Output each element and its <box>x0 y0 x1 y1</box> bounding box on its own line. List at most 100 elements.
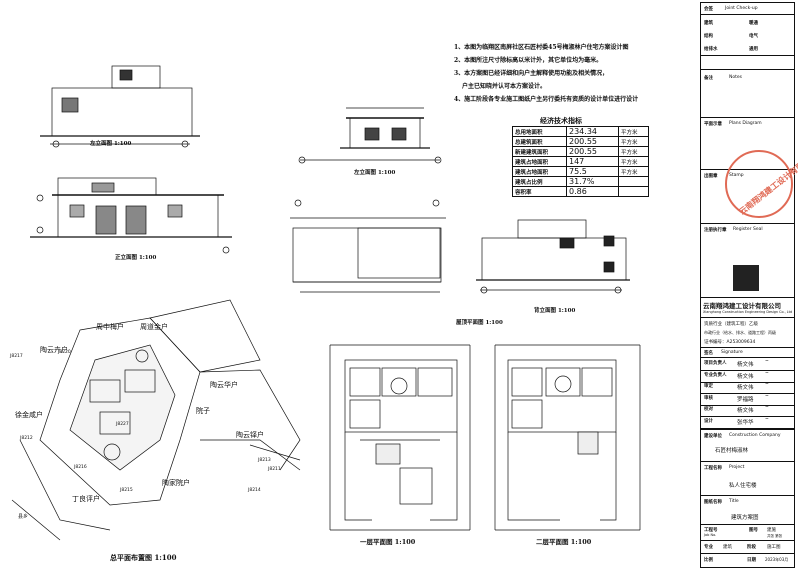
tb-disc-right-1: 暖通 <box>749 21 758 26</box>
side-elevation-wall <box>349 117 421 149</box>
tb-project-en: Project <box>729 465 745 470</box>
site-code-8: J8216 <box>74 465 87 470</box>
tb-project: 私人住宅楼 <box>729 483 757 489</box>
site-code-4: J8213 <box>258 458 271 463</box>
site-code-5: J8211 <box>268 467 281 472</box>
tech-cell-u <box>618 186 649 197</box>
first-floor-caption: 一层平面图 1:100 <box>360 538 416 546</box>
site-code-2: J8212 <box>20 436 33 441</box>
site-code-3: J8227 <box>116 422 129 427</box>
tb-job-en: Job No. <box>704 533 717 537</box>
note-3: 3、本方案图已经详细和向户主解释使用功能及相关情况， <box>454 70 609 77</box>
site-code-1: J8217 <box>10 354 23 359</box>
tech-cell-v: 200.55 <box>566 146 619 157</box>
site-code-6: J8214 <box>248 488 261 493</box>
site-label-2: 周中梅户 <box>96 323 124 331</box>
tb-drawing-label: 图纸名称 <box>704 500 722 505</box>
signer-role: 审核 <box>704 395 713 401</box>
left-elevation-caption: 左立面图 1:100 <box>90 141 132 147</box>
side-elevation-caption: 左立面图 1:100 <box>354 170 396 176</box>
tech-cell-u: 平方米 <box>618 156 649 167</box>
tb-cert: 证书编号：A253009634 <box>704 340 756 345</box>
signer-name: 杨文伟 <box>737 362 754 368</box>
tech-cell-k: 建筑占地面积 <box>512 156 567 167</box>
tb-qual2: 市政行业（给水、排水、道路工程）丙级 <box>704 330 776 335</box>
tb-company-en: Xianghong Construction Engineering Desig… <box>703 310 793 314</box>
tech-cell-k: 建筑占地面积 <box>512 166 567 177</box>
tb-header: 会签 <box>704 7 713 12</box>
signer-role: 审定 <box>704 384 713 389</box>
tb-stamp-label: 出图章 <box>704 174 718 179</box>
drawing-linework <box>11 65 641 541</box>
note-2: 2、本图所注尺寸除标高以米计外，其它单位均为毫米。 <box>454 57 603 64</box>
site-label-9: 丁良评户 <box>72 495 100 503</box>
tb-scale-label: 比例 <box>704 558 713 563</box>
tech-cell-v: 147 <box>566 156 619 167</box>
signature-mark: ~ <box>765 405 769 410</box>
site-label-6: 徐金咸户 <box>15 411 43 419</box>
note-3b: 户主已知晓并认可本方案设计。 <box>462 83 547 90</box>
tech-cell-u: 平方米 <box>618 146 649 157</box>
site-label-1: 周道金户 <box>140 323 168 331</box>
company-stamp <box>725 150 793 218</box>
signature-mark: ~ <box>765 359 769 364</box>
tb-remark-en: Notes <box>729 75 742 80</box>
tech-cell-k: 容积率 <box>512 186 567 197</box>
signer-role: 专业负责人 <box>704 372 727 378</box>
tech-cell-k: 总用地面积 <box>512 126 567 137</box>
signer-name: 杨文伟 <box>737 408 754 414</box>
signer-name: 杨文伟 <box>737 373 754 380</box>
roof-plan-caption: 屋顶平面图 1:100 <box>456 320 503 326</box>
second-floor-plan-linework <box>494 344 641 531</box>
roof-plan-outline <box>292 227 442 283</box>
tb-drawing: 建筑方案图 <box>731 515 759 521</box>
left-elevation-upper <box>111 65 161 89</box>
signer-name: 杨文伟 <box>737 385 754 391</box>
first-floor-plan-linework <box>329 344 471 531</box>
tb-qual1: 资质行业（建筑工程）乙级 <box>704 322 758 327</box>
signer-role: 校对 <box>704 407 713 412</box>
signature-mark: ~ <box>765 416 769 422</box>
note-1: 1、本图为临翔区南屏社区石匠村委45号梅淑林户住宅方案设计图 <box>454 44 629 51</box>
tb-sign-label: 签名 <box>704 351 713 356</box>
tb-keyplan: 平面示意 <box>704 122 722 127</box>
signer-name: 张华华 <box>737 419 754 426</box>
second-floor-caption: 二层平面图 1:100 <box>536 538 592 546</box>
tb-dwg-label: 图号 <box>749 528 758 533</box>
tech-cell-v: 234.34 <box>566 126 619 137</box>
tech-cell-u: 平方米 <box>618 136 649 147</box>
tb-remark: 备注 <box>704 76 713 81</box>
site-plan-caption: 总平面布置图 1:100 <box>110 553 177 562</box>
tech-cell-u: 平方米 <box>618 166 649 177</box>
tb-stage-label: 阶段 <box>747 545 756 550</box>
tech-cell-k: 新建建筑面积 <box>512 146 567 157</box>
tb-stage: 施工图 <box>767 545 781 550</box>
title-block: 会签 Joint Check-up 建筑 结构 给排水 暖通 电气 通用 备注 … <box>700 2 795 568</box>
tb-client: 石匠村梅淑林 <box>715 448 749 454</box>
tb-dwg: 建施 <box>767 528 776 533</box>
tb-sheet: 共张 第张 <box>767 534 783 538</box>
signature-mark: ~ <box>765 393 769 399</box>
tech-cell-u: 平方米 <box>618 126 649 137</box>
site-code-7: J8215 <box>120 488 133 493</box>
tb-pro-label: 专业 <box>704 545 713 550</box>
tb-sign-en: Signature <box>721 350 743 355</box>
tb-disc-right-2: 电气 <box>749 34 758 39</box>
tb-client-en: Construction Company <box>729 433 781 438</box>
signature-mark: ~ <box>765 382 769 387</box>
tb-disc-left-3: 给排水 <box>704 47 718 52</box>
site-label-8: 陶家院户 <box>162 479 190 487</box>
tb-pro: 建筑 <box>723 545 732 550</box>
tech-cell-k: 建筑占比例 <box>512 176 567 187</box>
site-label-10: 县乡 <box>18 514 29 520</box>
site-code-9: J8220 <box>58 350 71 355</box>
site-label-3: 陶云华户 <box>210 381 238 389</box>
tech-cell-k: 总建筑面积 <box>512 136 567 147</box>
